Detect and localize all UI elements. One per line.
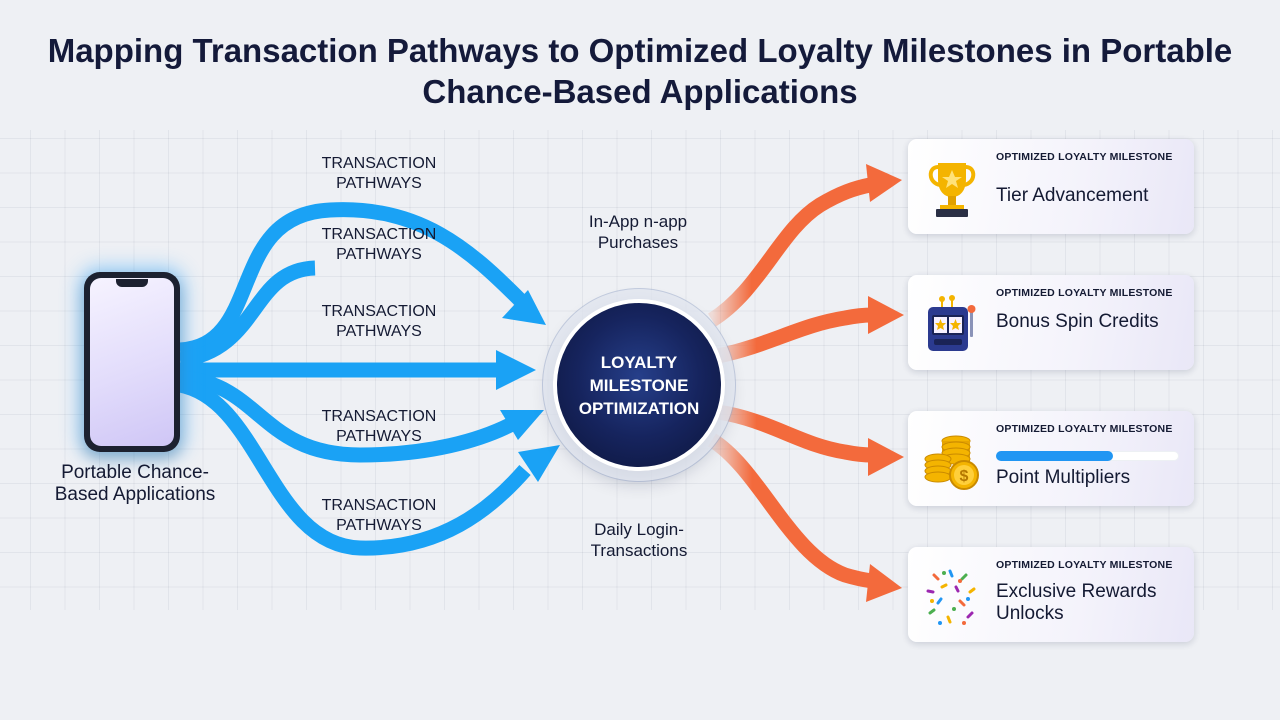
inbound-flow-1 <box>179 202 526 358</box>
inbound-arrowhead-4 <box>500 410 544 440</box>
outbound-arrowhead-1 <box>866 164 902 202</box>
milestone-kicker: OPTIMIZED LOYALTY MILESTONE <box>996 423 1173 435</box>
milestone-title: Tier Advancement <box>996 185 1149 206</box>
inbound-arrowhead-1 <box>502 290 546 325</box>
milestone-kicker: OPTIMIZED LOYALTY MILESTONE <box>996 151 1173 163</box>
milestone-title: Bonus Spin Credits <box>996 311 1159 332</box>
pathway-label-2: TRANSACTION PATHWAYS <box>321 226 437 263</box>
loyalty-hub: LOYALTY MILESTONE OPTIMIZATION <box>553 299 725 471</box>
milestone-card-bonus-spin: OPTIMIZED LOYALTY MILESTONE Bonus Spin C… <box>908 275 1194 370</box>
inbound-arrowhead-3 <box>496 350 536 390</box>
outbound-arrowhead-3 <box>868 438 904 476</box>
svg-text:$: $ <box>960 468 969 485</box>
pathway-label-5: TRANSACTION PATHWAYS <box>321 497 437 534</box>
pathway-label-4: TRANSACTION PATHWAYS <box>321 408 437 445</box>
phone-notch <box>116 279 148 287</box>
confetti-icon <box>926 569 976 625</box>
inbound-arrowhead-5 <box>518 445 560 482</box>
multiplier-progress-fill <box>996 451 1114 461</box>
pathway-label-1: TRANSACTION PATHWAYS <box>321 155 437 192</box>
outbound-flow-2 <box>716 307 873 364</box>
page-title: Mapping Transaction Pathways to Optimize… <box>47 32 1233 110</box>
outbound-flow-3 <box>716 404 873 463</box>
milestone-card-tier: OPTIMIZED LOYALTY MILESTONE Tier Advance… <box>908 139 1194 234</box>
phone-screen <box>90 278 174 446</box>
source-label: Portable Chance-Based Applications <box>54 462 216 505</box>
hub-label: LOYALTY MILESTONE OPTIMIZATION <box>578 352 700 418</box>
outbound-flow-1 <box>707 177 872 327</box>
inbound-flow-2 <box>178 260 316 368</box>
milestone-title: Exclusive Rewards Unlocks <box>996 581 1157 624</box>
inbound-flow-5 <box>178 377 531 556</box>
outbound-arrowhead-4 <box>866 564 902 602</box>
inbound-flow-4 <box>179 370 514 463</box>
trophy-icon <box>928 163 976 217</box>
milestone-card-exclusive-rewards: OPTIMIZED LOYALTY MILESTONE Exclusive Re… <box>908 547 1194 642</box>
smartphone-icon <box>84 272 180 452</box>
daily-login-label: Daily Login- Transactions <box>590 520 688 560</box>
milestone-card-point-multipliers: $ OPTIMIZED LOYALTY MILESTONE Point Mult… <box>908 411 1194 506</box>
milestone-title: Point Multipliers <box>996 467 1131 488</box>
coins-icon: $ <box>924 435 979 490</box>
outbound-arrowhead-2 <box>868 296 904 334</box>
pathway-label-3: TRANSACTION PATHWAYS <box>321 303 437 340</box>
milestone-kicker: OPTIMIZED LOYALTY MILESTONE <box>996 287 1173 299</box>
multiplier-progress-bar <box>996 451 1179 461</box>
in-app-purchases-label: In-App n-app Purchases <box>588 212 688 252</box>
milestone-kicker: OPTIMIZED LOYALTY MILESTONE <box>996 559 1173 571</box>
slot-machine-icon <box>928 295 976 351</box>
outbound-flow-4 <box>707 433 874 589</box>
